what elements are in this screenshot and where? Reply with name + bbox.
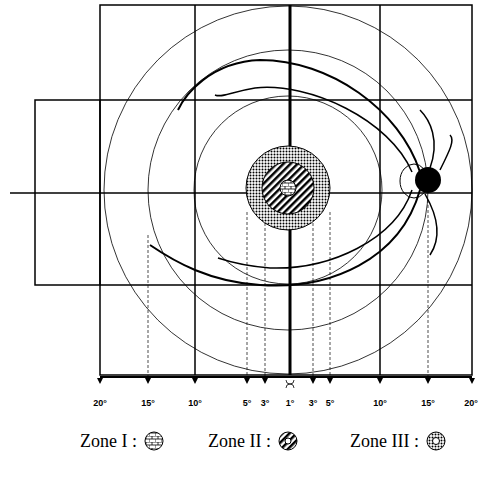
legend-swatch bbox=[277, 430, 299, 452]
degree-label: 10° bbox=[373, 398, 387, 408]
degree-label: 20° bbox=[464, 398, 478, 408]
legend-item: Zone I : bbox=[80, 430, 165, 452]
degree-label: 15° bbox=[141, 398, 155, 408]
degree-label: 3° bbox=[261, 398, 270, 408]
legend-text: Zone I : bbox=[80, 431, 137, 452]
legend-swatch bbox=[143, 430, 165, 452]
legend-text: Zone II : bbox=[208, 431, 271, 452]
degree-label: 15° bbox=[421, 398, 435, 408]
degree-label: 5° bbox=[243, 398, 252, 408]
legend-text: Zone III : bbox=[350, 431, 419, 452]
degree-label: 20° bbox=[93, 398, 107, 408]
degree-label: 10° bbox=[188, 398, 202, 408]
legend-item: Zone III : bbox=[350, 430, 447, 452]
degree-label: 3° bbox=[309, 398, 318, 408]
legend-swatch bbox=[425, 430, 447, 452]
degree-label: 1° bbox=[286, 398, 295, 408]
legend-item: Zone II : bbox=[208, 430, 299, 452]
degree-label: 5° bbox=[326, 398, 335, 408]
